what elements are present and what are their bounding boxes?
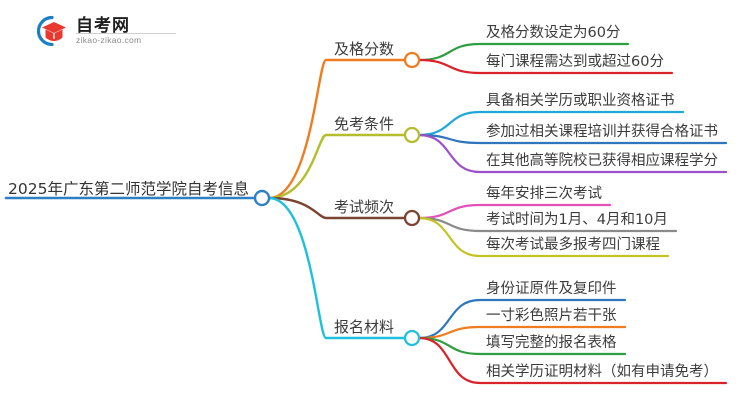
mindmap-root-label[interactable]: 2025年广东第二师范学院自考信息 [8,180,249,198]
mindmap-branch-label[interactable]: 免考条件 [334,115,395,133]
mindmap-leaf-label[interactable]: 每年安排三次考试 [486,186,602,202]
mindmap-leaf-label[interactable]: 相关学历证明材料（如有申请免考） [486,364,718,380]
mindmap-branch-label[interactable]: 考试频次 [334,198,395,216]
site-logo: 自考网 zikao-zikao.com [28,10,178,52]
mindmap-leaf-label[interactable]: 及格分数设定为60分 [486,25,621,41]
logo-divider [76,33,176,34]
graduation-cap-circle-icon [28,12,70,50]
mindmap-leaf-label[interactable]: 一寸彩色照片若干张 [486,308,617,324]
logo-title: 自考网 [76,16,130,36]
logo-url: zikao-zikao.com [76,35,142,45]
mindmap-leaf-label[interactable]: 参加过相关课程培训并获得合格证书 [486,124,718,140]
mindmap-leaf-label[interactable]: 具备相关学历或职业资格证书 [486,93,675,109]
mindmap-leaf-label[interactable]: 每次考试最多报考四门课程 [486,237,660,253]
mindmap-branch-label[interactable]: 及格分数 [334,40,395,58]
mindmap-branch-label[interactable]: 报名材料 [334,318,395,336]
mindmap-leaf-label[interactable]: 填写完整的报名表格 [486,335,617,351]
mindmap-leaf-label[interactable]: 每门课程需达到或超过60分 [486,54,664,70]
mindmap-leaf-label[interactable]: 身份证原件及复印件 [486,281,617,297]
mindmap-leaf-label[interactable]: 考试时间为1月、4月和10月 [486,212,668,228]
mindmap-leaf-label[interactable]: 在其他高等院校已获得相应课程学分 [486,153,718,169]
